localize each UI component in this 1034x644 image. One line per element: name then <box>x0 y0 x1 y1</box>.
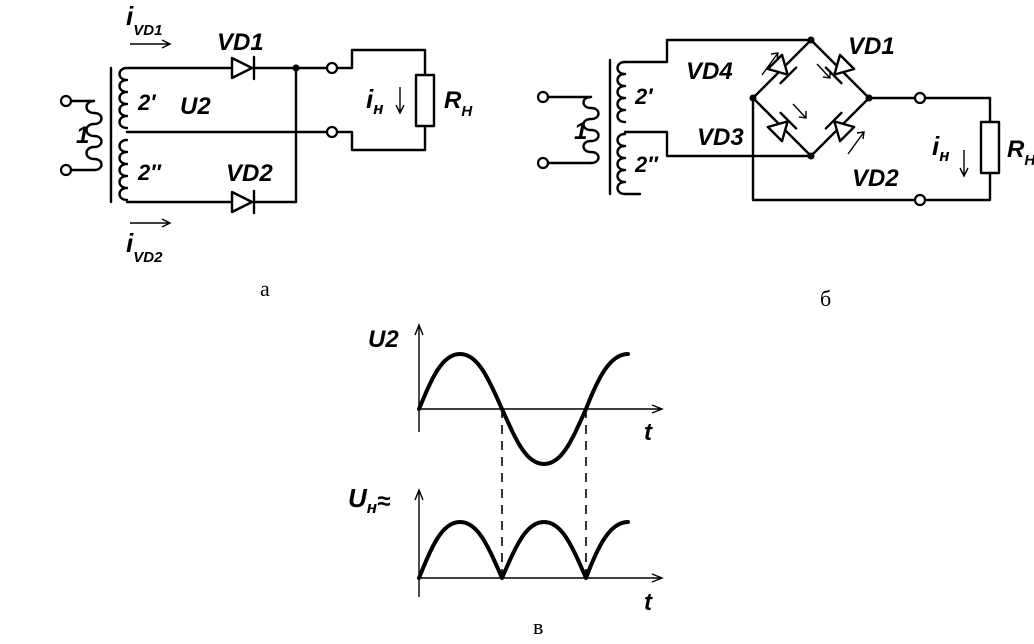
b-diode-vd2 <box>824 111 856 143</box>
b-label-winding-2b: 2″ <box>634 152 659 177</box>
a-arrow-i-load <box>395 87 405 115</box>
b-label-winding-1: 1 <box>574 118 587 145</box>
c-top-x-axis <box>419 404 664 414</box>
a-load-resistor <box>414 73 436 128</box>
b-secondary-coil-upper <box>616 60 627 124</box>
b-label-rn: RН <box>1007 136 1034 169</box>
c-u2-waveform <box>417 352 630 466</box>
a-label-vd2: VD2 <box>226 160 273 187</box>
a-label-i-load: iн <box>366 84 384 118</box>
b-output-terminal-top <box>913 91 927 105</box>
a-primary-wiring <box>59 94 103 177</box>
b-primary-coil <box>582 95 600 165</box>
c-label-un: Uн≈ <box>348 483 390 517</box>
b-diode-vd4 <box>766 53 798 85</box>
a-input-terminal-bottom <box>59 163 73 177</box>
a-junction-dot <box>292 64 300 72</box>
b-arrow-vd2 <box>847 131 865 155</box>
a-diode-vd1 <box>230 55 256 81</box>
a-label-winding-1: 1 <box>76 122 89 149</box>
c-label-u2: U2 <box>368 326 399 353</box>
b-label-vd3: VD3 <box>697 124 744 151</box>
c-bottom-y-axis <box>414 488 424 597</box>
b-arrow-vd1 <box>816 63 831 79</box>
a-label-i-vd2: iVD2 <box>126 228 163 266</box>
a-label-vd1: VD1 <box>217 29 264 56</box>
a-diode-vd2 <box>230 189 256 215</box>
b-input-terminal-top <box>536 90 550 104</box>
b-arrow-vd3 <box>792 103 807 119</box>
a-primary-coil <box>85 99 103 172</box>
a-input-terminal-top <box>59 94 73 108</box>
b-arrow-vd4 <box>761 52 779 76</box>
b-label-vd2: VD2 <box>852 165 899 192</box>
b-secondary-coil-lower <box>616 132 627 196</box>
c-label-t-bottom: t <box>644 589 653 616</box>
c-un-waveform <box>417 520 630 580</box>
b-load-resistor <box>979 120 1001 175</box>
c-bottom-x-axis <box>419 573 664 583</box>
c-caption: в <box>533 614 543 639</box>
a-secondary-coil-upper <box>118 66 129 130</box>
a-arrow-i-vd2 <box>130 218 172 228</box>
b-diode-vd3 <box>766 111 798 143</box>
b-output-terminal-bottom <box>913 193 927 207</box>
a-label-winding-2a: 2′ <box>137 90 157 115</box>
b-arrow-i-load <box>959 150 969 178</box>
b-label-winding-2a: 2′ <box>634 84 654 109</box>
a-arrow-i-vd1 <box>130 39 172 49</box>
a-label-i-vd1: iVD1 <box>126 1 162 39</box>
b-label-i-load: iн <box>932 131 950 165</box>
c-top-y-axis <box>414 323 424 432</box>
a-output-terminal-top <box>325 61 339 75</box>
a-output-terminal-bottom <box>325 125 339 139</box>
a-secondary-coil-lower <box>118 138 129 202</box>
a-caption: а <box>260 276 270 301</box>
a-label-winding-2b: 2″ <box>137 160 162 185</box>
b-diode-vd1 <box>824 53 856 85</box>
a-label-rn: RН <box>444 87 473 120</box>
diagram-b-bridge-rectifier: VD1 VD4 VD3 VD2 1 2′ 2″ iн RН б <box>536 33 1034 311</box>
b-caption: б <box>820 286 831 311</box>
b-input-terminal-bottom <box>536 156 550 170</box>
diagram-a-center-tap-rectifier: iVD1 iVD2 VD1 VD2 1 2′ 2″ U2 iн RН а <box>59 1 473 301</box>
a-label-u2: U2 <box>180 93 211 120</box>
diagram-c-waveforms: U2 t Uн≈ t в <box>348 323 664 639</box>
c-label-t-top: t <box>644 419 653 446</box>
b-label-vd1: VD1 <box>848 33 895 60</box>
b-label-vd4: VD4 <box>686 58 733 85</box>
